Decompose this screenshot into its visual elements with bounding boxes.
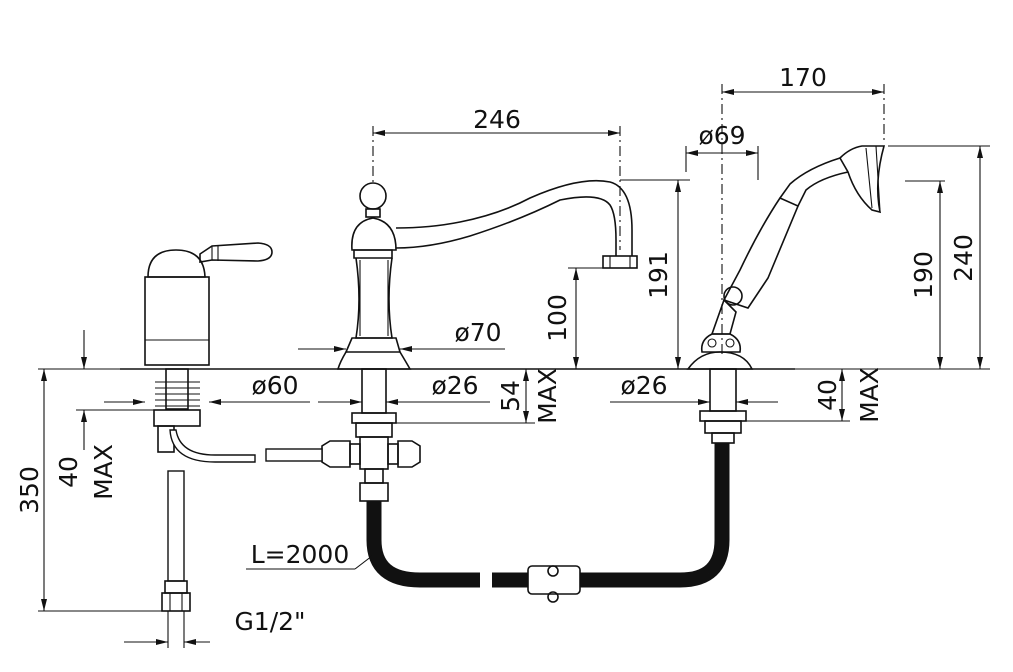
label-hose-length: L=2000 <box>251 540 350 569</box>
label-54: 54 <box>496 380 525 412</box>
label-191: 191 <box>644 251 673 299</box>
label-54-max: MAX <box>533 368 562 424</box>
label-240: 240 <box>949 234 978 282</box>
label-246: 246 <box>473 105 521 134</box>
handshower-unit <box>686 145 886 444</box>
label-350: 350 <box>15 466 44 514</box>
label-d26-right: ø26 <box>620 371 667 400</box>
label-40-right-max: MAX <box>855 367 884 423</box>
label-d70: ø70 <box>454 318 501 347</box>
label-190: 190 <box>909 251 938 299</box>
braided-hose <box>366 443 730 603</box>
label-d26-center: ø26 <box>431 371 478 400</box>
label-d69: ø69 <box>698 121 745 150</box>
label-thread: G1/2" <box>234 607 305 636</box>
dimension-lines <box>38 84 990 648</box>
spout-unit <box>265 179 638 502</box>
label-170: 170 <box>779 63 827 92</box>
label-d60: ø60 <box>251 371 298 400</box>
label-100: 100 <box>543 294 572 342</box>
label-40-left-max: MAX <box>89 444 118 500</box>
mixer-lever-unit <box>144 242 273 612</box>
label-40-left: 40 <box>54 456 83 488</box>
label-40-right: 40 <box>813 379 842 411</box>
dimension-labels: 246 170 ø69 ø70 ø60 ø26 ø26 191 100 190 … <box>15 63 978 636</box>
